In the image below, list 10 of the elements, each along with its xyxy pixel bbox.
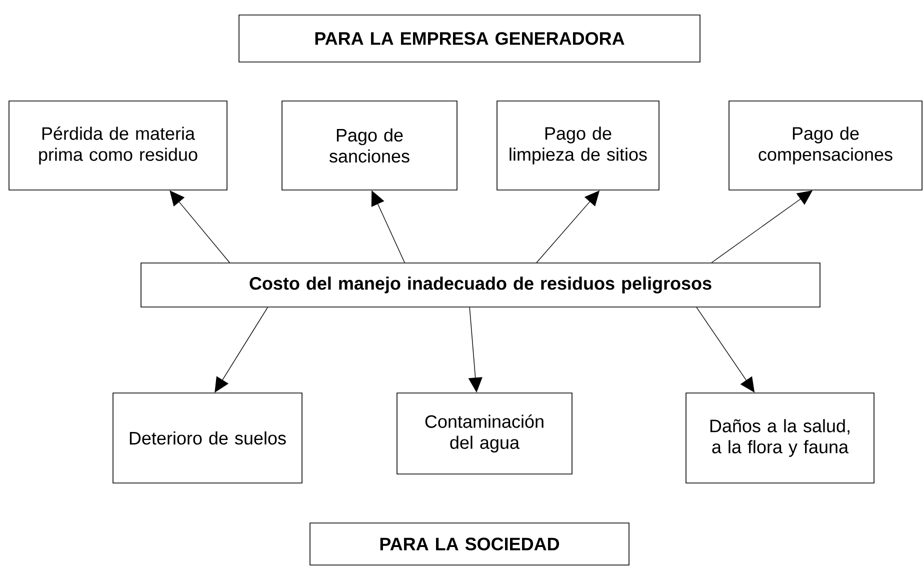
heading-box: PARA LA SOCIEDAD <box>310 522 630 566</box>
cost-box: Pago de limpieza de sitios <box>496 100 660 190</box>
cost-box: Pago de compensaciones <box>728 100 922 190</box>
impact-box: Daños a la salud, a la flora y fauna <box>686 392 874 484</box>
cost-box: Pérdida de materia prima como residuo <box>8 100 228 190</box>
heading-box: PARA LA EMPRESA GENERADORA <box>238 14 700 62</box>
central-box: Costo del manejo inadecuado de residuos peligrosos <box>140 262 820 308</box>
impact-box: Contaminación del agua <box>396 392 572 474</box>
impact-box: Deterioro de suelos <box>112 392 302 484</box>
cost-box: Pago de sanciones <box>282 100 458 190</box>
